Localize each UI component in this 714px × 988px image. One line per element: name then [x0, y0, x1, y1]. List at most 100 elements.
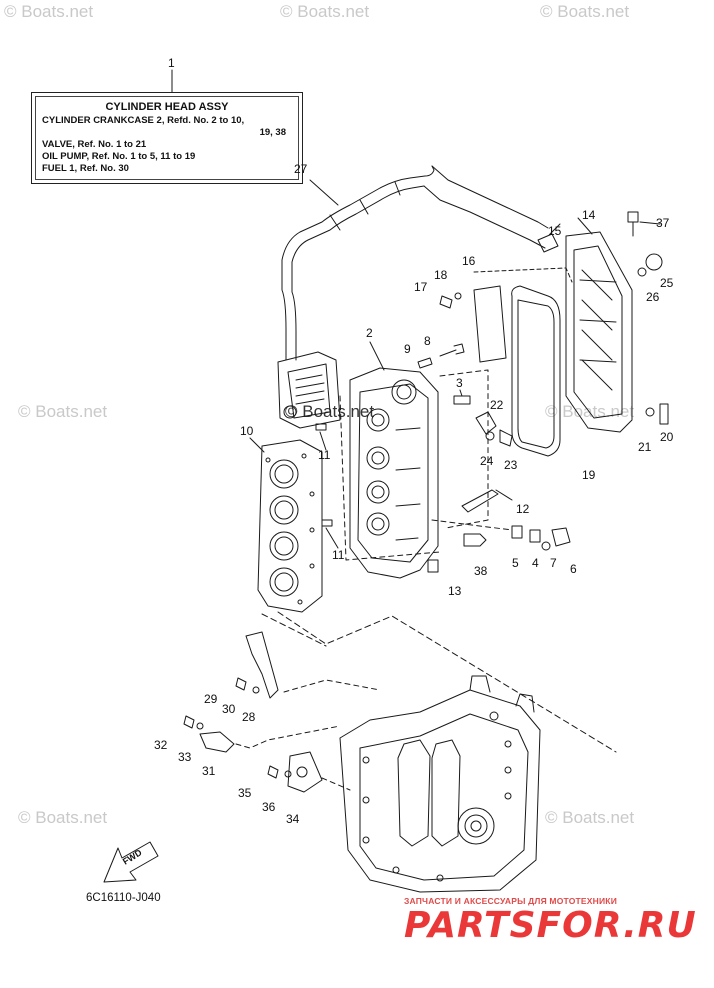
assembly-line-3: VALVE, Ref. No. 1 to 21	[42, 139, 147, 150]
washer-part-33	[196, 722, 204, 730]
callout-6: 6	[570, 562, 577, 576]
leader-2	[369, 341, 385, 371]
bolt-part-8	[439, 343, 465, 357]
washer-part-18	[454, 292, 462, 300]
callout-11-upper: 11	[318, 448, 331, 462]
callout-20: 20	[660, 430, 674, 444]
callout-31: 31	[202, 764, 216, 778]
callout-35: 35	[238, 786, 252, 800]
crankcase-block	[339, 675, 541, 893]
watermark-bottom-left: © Boats.net	[18, 808, 108, 827]
diagram-code: 6C16110-J040	[86, 892, 161, 904]
cover-part-16	[473, 285, 507, 363]
callout-34: 34	[286, 812, 300, 826]
callout-30: 30	[222, 702, 236, 716]
bolt-part-35	[267, 765, 279, 779]
watermark-top-right: © Boats.net	[540, 2, 630, 21]
assembly-label-box: CYLINDER HEAD ASSY CYLINDER CRANKCASE 2,…	[31, 92, 303, 184]
bolt-part-17	[439, 295, 453, 309]
dowel-pin-lower	[321, 519, 333, 527]
callout-26: 26	[646, 290, 660, 304]
watermark-mid-left: © Boats.net	[18, 402, 108, 421]
assembly-line-4: OIL PUMP, Ref. No. 1 to 5, 11 to 19	[42, 151, 196, 162]
leader-14	[577, 217, 593, 235]
bolt-part-13	[427, 559, 439, 573]
leader-10	[249, 437, 265, 453]
hose-part-27	[281, 165, 549, 361]
callout-3: 3	[456, 376, 463, 390]
watermark-top-left: © Boats.net	[4, 2, 94, 21]
callout-33: 33	[178, 750, 192, 764]
callout-13: 13	[448, 584, 462, 598]
bracket-part-28	[245, 631, 279, 699]
callout-29: 29	[204, 692, 218, 706]
washer-part-36	[284, 770, 292, 778]
callout-14: 14	[582, 208, 596, 222]
gasket-part-19	[511, 285, 561, 457]
callout-4: 4	[532, 556, 539, 570]
sensor-part-38	[463, 533, 487, 547]
watermark-top-center: © Boats.net	[280, 2, 370, 21]
callout-7: 7	[550, 556, 557, 570]
callout-8: 8	[424, 334, 431, 348]
callout-2: 2	[366, 326, 373, 340]
callout-32: 32	[154, 738, 168, 752]
bolt-part-32	[183, 715, 195, 729]
callout-10: 10	[240, 424, 254, 438]
cap-part-25	[645, 253, 663, 271]
o-ring-part-26	[637, 267, 647, 277]
fwd-arrow	[103, 841, 159, 883]
assembly-title: CYLINDER HEAD ASSY	[105, 101, 229, 113]
callout-25: 25	[660, 276, 674, 290]
bolt-part-5	[511, 525, 523, 539]
washer-part-24	[485, 431, 495, 441]
callout-11-lower: 11	[332, 548, 345, 562]
exhaust-cover-part-14	[565, 217, 633, 433]
brand-name: PARTSFOR.RU	[404, 905, 697, 946]
callout-5: 5	[512, 556, 519, 570]
callout-27: 27	[294, 162, 308, 176]
plug-part-3	[453, 395, 471, 405]
callout-28: 28	[242, 710, 256, 724]
callout-1: 1	[168, 56, 175, 70]
clamp-part-31	[199, 731, 235, 753]
callout-19: 19	[582, 468, 596, 482]
tag-part-37	[627, 211, 639, 223]
washer-part-21	[645, 407, 655, 417]
head-gasket-10	[249, 437, 323, 613]
bolt-part-23	[499, 429, 513, 447]
brand-subtitle: ЗАПЧАСТИ И АКСЕССУАРЫ ДЛЯ МОТОТЕХНИКИ	[404, 896, 617, 906]
bolt-part-20	[659, 403, 669, 425]
washer-part-30	[252, 686, 260, 694]
cylinder-head-block	[339, 341, 489, 579]
dowel-pin-upper	[315, 423, 327, 431]
callout-23: 23	[504, 458, 518, 472]
bolt-part-12	[461, 489, 499, 513]
washer-part-7	[541, 541, 551, 551]
sleeve-part-4	[529, 529, 541, 543]
leader-11-lower	[325, 527, 339, 549]
callout-16: 16	[462, 254, 476, 268]
bolt-part-29	[235, 677, 247, 691]
callout-21: 21	[638, 440, 652, 454]
callout-18: 18	[434, 268, 448, 282]
leader-11-upper	[319, 431, 327, 451]
plate-part-34	[287, 751, 323, 793]
callout-36: 36	[262, 800, 276, 814]
callout-38: 38	[474, 564, 488, 578]
assembly-line-2: 19, 38	[259, 127, 286, 138]
callout-9: 9	[404, 342, 411, 356]
breather-cover	[277, 351, 341, 429]
callout-12: 12	[516, 502, 530, 516]
callout-15: 15	[548, 224, 562, 238]
callout-17: 17	[414, 280, 428, 294]
assembly-line-1: CYLINDER CRANKCASE 2, Refd. No. 2 to 10,	[42, 115, 245, 126]
watermark-bottom-right: © Boats.net	[545, 808, 635, 827]
washer-part-9	[417, 357, 433, 369]
fitting-part-15	[537, 233, 559, 253]
callout-37: 37	[656, 216, 670, 230]
plug-part-6	[551, 527, 571, 547]
callout-22: 22	[490, 398, 504, 412]
gasket-part-22	[475, 411, 497, 435]
callout-24: 24	[480, 454, 494, 468]
